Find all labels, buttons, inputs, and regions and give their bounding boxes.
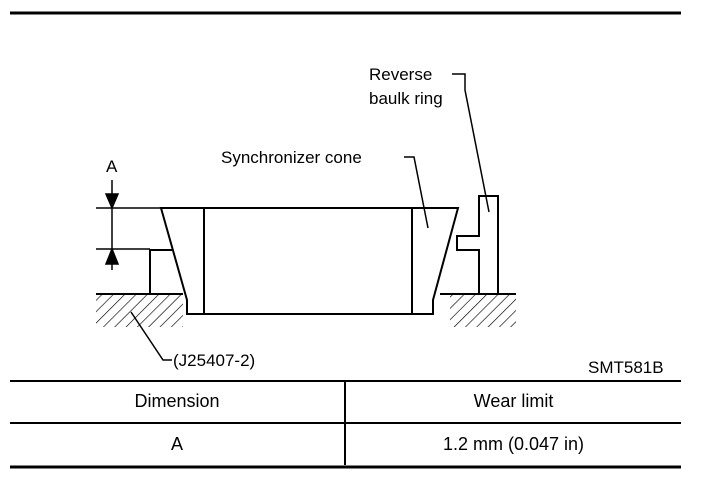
label-reverse-baulk-ring-1: Reverse xyxy=(369,65,432,84)
cell-dimension: A xyxy=(10,423,346,465)
label-reverse-baulk-ring-2: baulk ring xyxy=(369,89,443,108)
reverse-baulk-ring xyxy=(456,195,499,295)
header-wear-limit: Wear limit xyxy=(345,381,681,424)
label-tool: (J25407-2) xyxy=(173,351,255,370)
wear-limit-table: Dimension Wear limit A 1.2 mm (0.047 in) xyxy=(10,381,681,465)
tool-step xyxy=(149,249,172,294)
label-figure-id: SMT581B xyxy=(588,358,664,377)
dimension-a-marker xyxy=(96,180,161,270)
tool-base-left xyxy=(96,293,183,327)
tool-base-right xyxy=(440,293,516,327)
table-row: A 1.2 mm (0.047 in) xyxy=(10,423,681,465)
label-synchronizer-cone: Synchronizer cone xyxy=(221,148,362,167)
header-dimension: Dimension xyxy=(10,381,346,424)
cell-wear-limit: 1.2 mm (0.047 in) xyxy=(442,434,585,454)
table-header-row: Dimension Wear limit xyxy=(10,381,681,424)
leader-lines xyxy=(130,73,490,361)
label-dimension-a: A xyxy=(106,157,118,176)
synchronizer-cone xyxy=(159,207,460,315)
